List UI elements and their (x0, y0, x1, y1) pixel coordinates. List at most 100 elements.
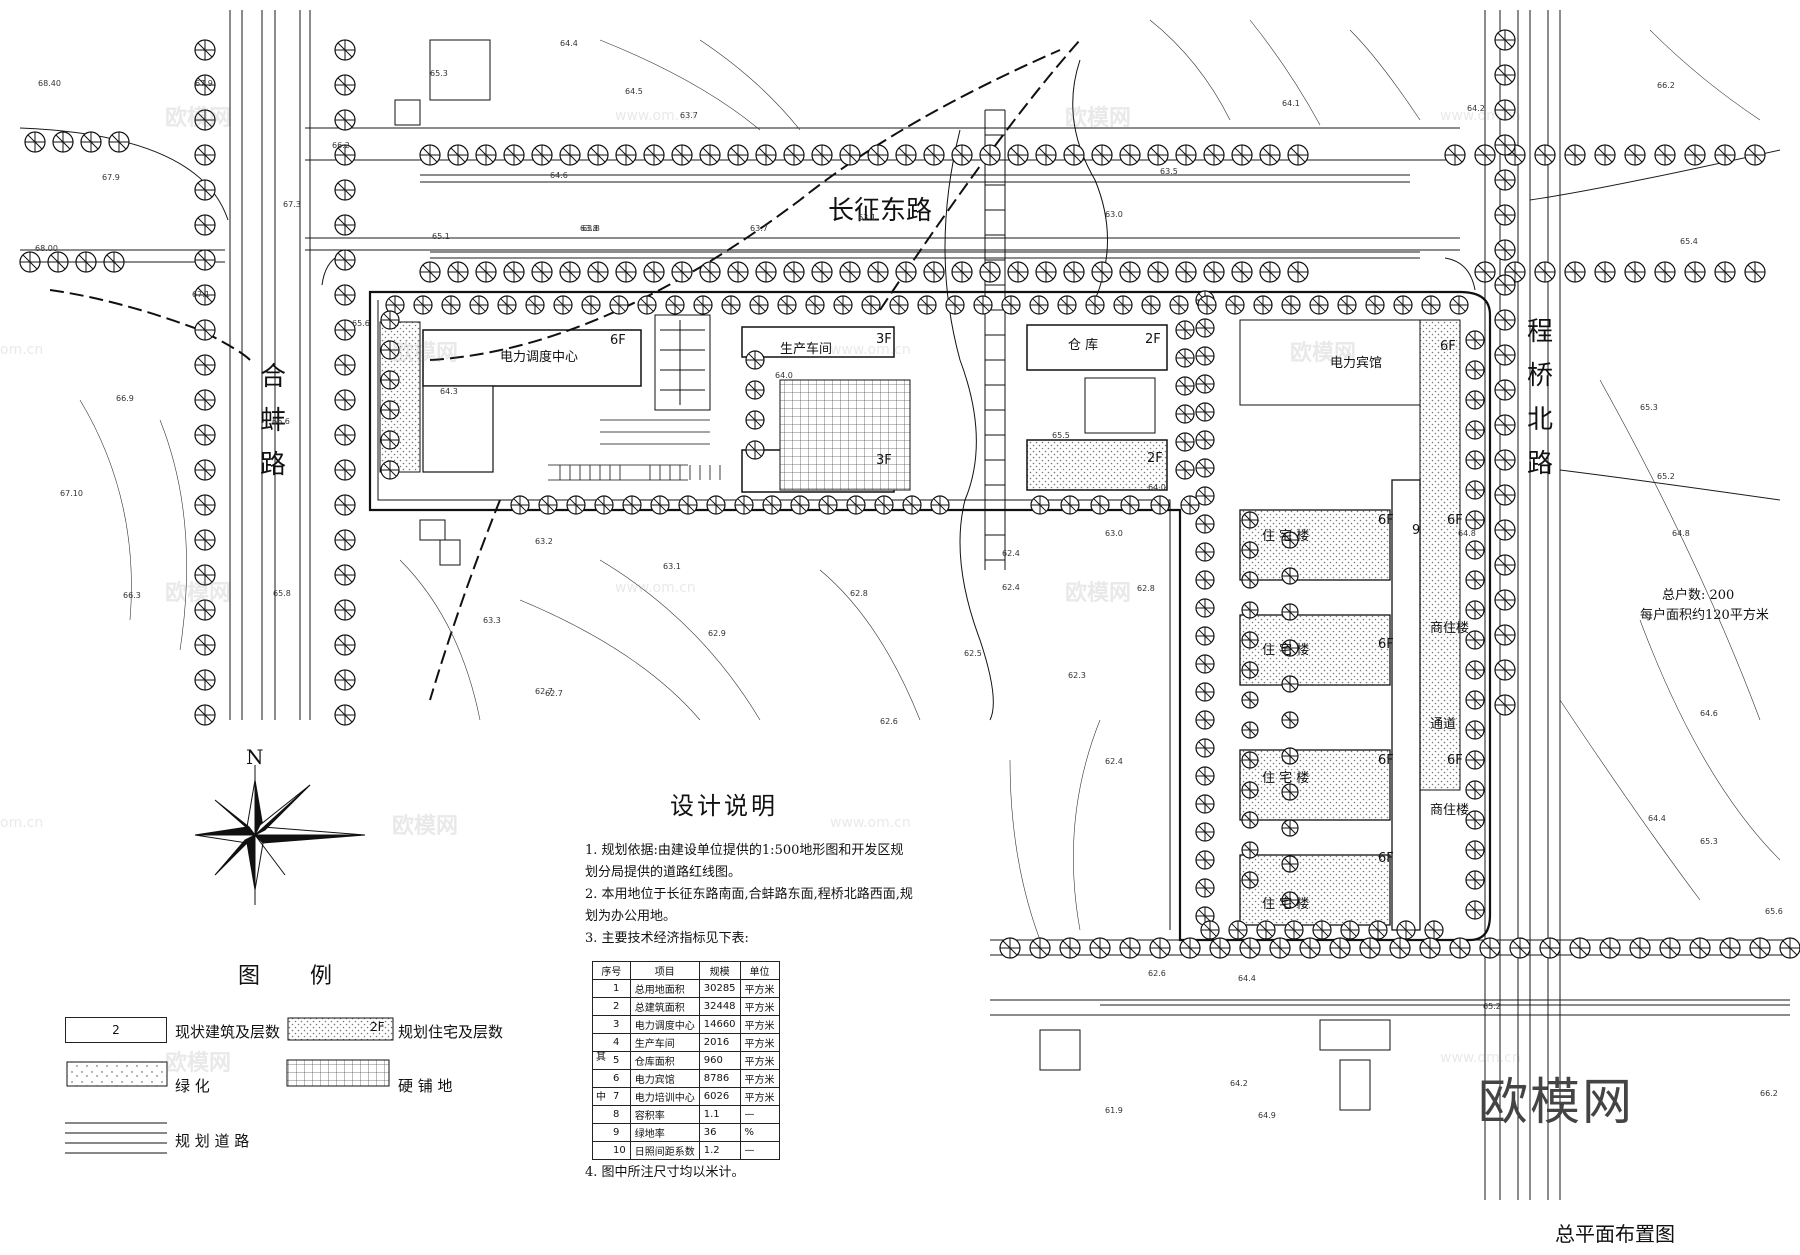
tree-icon (1466, 811, 1484, 829)
tree-icon (1196, 571, 1214, 589)
tree-icon (1420, 938, 1440, 958)
bld-label-misc-9: 9 (1412, 523, 1421, 538)
tree-icon (784, 262, 804, 282)
tree-icon (1170, 296, 1188, 314)
tree-icon (1600, 938, 1620, 958)
tree-icon (1176, 405, 1194, 423)
tree-icon (1466, 571, 1484, 589)
bld-floors-dispatch: 6F (610, 333, 626, 348)
tree-icon (746, 351, 764, 369)
tree-icon (1151, 496, 1169, 514)
tree-icon (644, 145, 664, 165)
spec-header: 项目 (629, 961, 700, 980)
tree-icon (1660, 938, 1680, 958)
design-notes: 1. 规划依据:由建设单位提供的1:500地形图和开发区规划分局提供的道路红线图… (585, 840, 915, 950)
road-label-chengqiao: 程桥北路 (1526, 317, 1553, 479)
tree-icon (1565, 262, 1585, 282)
tree-icon (195, 355, 215, 375)
tree-icon (1466, 331, 1484, 349)
tree-icon (980, 145, 1000, 165)
elevation-label: 65.6 (352, 319, 370, 328)
tree-icon (532, 145, 552, 165)
spec-cell: 平方米 (739, 997, 780, 1016)
tree-icon (386, 296, 404, 314)
tree-icon (560, 262, 580, 282)
tree-icon (1176, 433, 1194, 451)
bld-floors-commercial-1: 6F (1447, 513, 1463, 528)
tree-icon (1196, 459, 1214, 477)
tree-icon (582, 296, 600, 314)
tree-icon (1466, 841, 1484, 859)
elevation-label: 63.1 (663, 562, 681, 571)
tree-icon (1196, 627, 1214, 645)
tree-icon (1690, 938, 1710, 958)
elevation-label: 63.1 (858, 213, 876, 222)
tree-icon (1720, 938, 1740, 958)
tree-icon (1715, 262, 1735, 282)
tree-icon (778, 296, 796, 314)
elevation-label: 65.6 (1765, 907, 1783, 916)
elevation-label: 62.4 (1105, 757, 1123, 766)
tree-icon (195, 40, 215, 60)
elevation-label: 63.3 (483, 616, 501, 625)
elevation-label: 66.2 (332, 141, 350, 150)
bld-floors-res-1: 6F (1378, 513, 1394, 528)
drawing-title: 总平面布置图 (1555, 1222, 1675, 1246)
tree-icon (1495, 65, 1515, 85)
tree-icon (623, 496, 641, 514)
tree-icon (1282, 604, 1298, 620)
spec-cell: 电力宾馆 (629, 1069, 700, 1088)
tree-icon (335, 530, 355, 550)
tree-icon (1750, 938, 1770, 958)
bld-floors-commercial-2: 6F (1447, 753, 1463, 768)
tree-icon (1495, 660, 1515, 680)
stats-households: 总户数: 200 (1662, 588, 1735, 603)
tree-icon (1570, 938, 1590, 958)
tree-icon (470, 296, 488, 314)
elevation-label: 64.3 (440, 387, 458, 396)
tree-icon (756, 145, 776, 165)
tree-icon (1422, 296, 1440, 314)
tree-icon (560, 145, 580, 165)
tree-icon (896, 262, 916, 282)
bld-floors-hotel: 6F (1440, 339, 1456, 354)
tree-icon (195, 670, 215, 690)
tree-icon (1257, 921, 1275, 939)
elevation-label: 65.2 (1657, 472, 1675, 481)
spec-cell: 2 (592, 997, 631, 1016)
tree-icon (924, 145, 944, 165)
tree-icon (694, 296, 712, 314)
brand-logo: 欧模网 (1478, 1073, 1634, 1131)
elevation-label: 62.7 (535, 687, 553, 696)
tree-icon (1540, 938, 1560, 958)
tree-icon (448, 262, 468, 282)
tree-icon (1091, 496, 1109, 514)
watermark-url: www.om.cn (1440, 1050, 1521, 1066)
tree-icon (1150, 938, 1170, 958)
tree-icon (588, 262, 608, 282)
elevation-label: 67.3 (283, 200, 301, 209)
tree-icon (1313, 921, 1331, 939)
tree-icon (1495, 590, 1515, 610)
watermark: 欧模网 (1065, 106, 1132, 131)
tree-icon (1535, 262, 1555, 282)
note-item-1: 1. 规划依据:由建设单位提供的1:500地形图和开发区规划分局提供的道路红线图… (585, 843, 904, 880)
contours (79, 19, 1781, 941)
tree-icon (1196, 683, 1214, 701)
tree-icon (195, 110, 215, 130)
tree-icon (1685, 145, 1705, 165)
tree-icon (1780, 938, 1800, 958)
tree-icon (1198, 296, 1216, 314)
bld-label-res-4: 住 宅 楼 (1262, 897, 1310, 912)
existing-buildings (394, 39, 1391, 1111)
spec-cell: 平方米 (739, 1015, 780, 1034)
watermark-url: www.om.cn (615, 108, 696, 124)
elevation-label: 64.8 (1672, 529, 1690, 538)
elevation-label: 67.9 (195, 79, 213, 88)
tree-icon (335, 320, 355, 340)
tree-icon (952, 262, 972, 282)
tree-icon (335, 285, 355, 305)
spec-cell: 10 (592, 1141, 631, 1160)
